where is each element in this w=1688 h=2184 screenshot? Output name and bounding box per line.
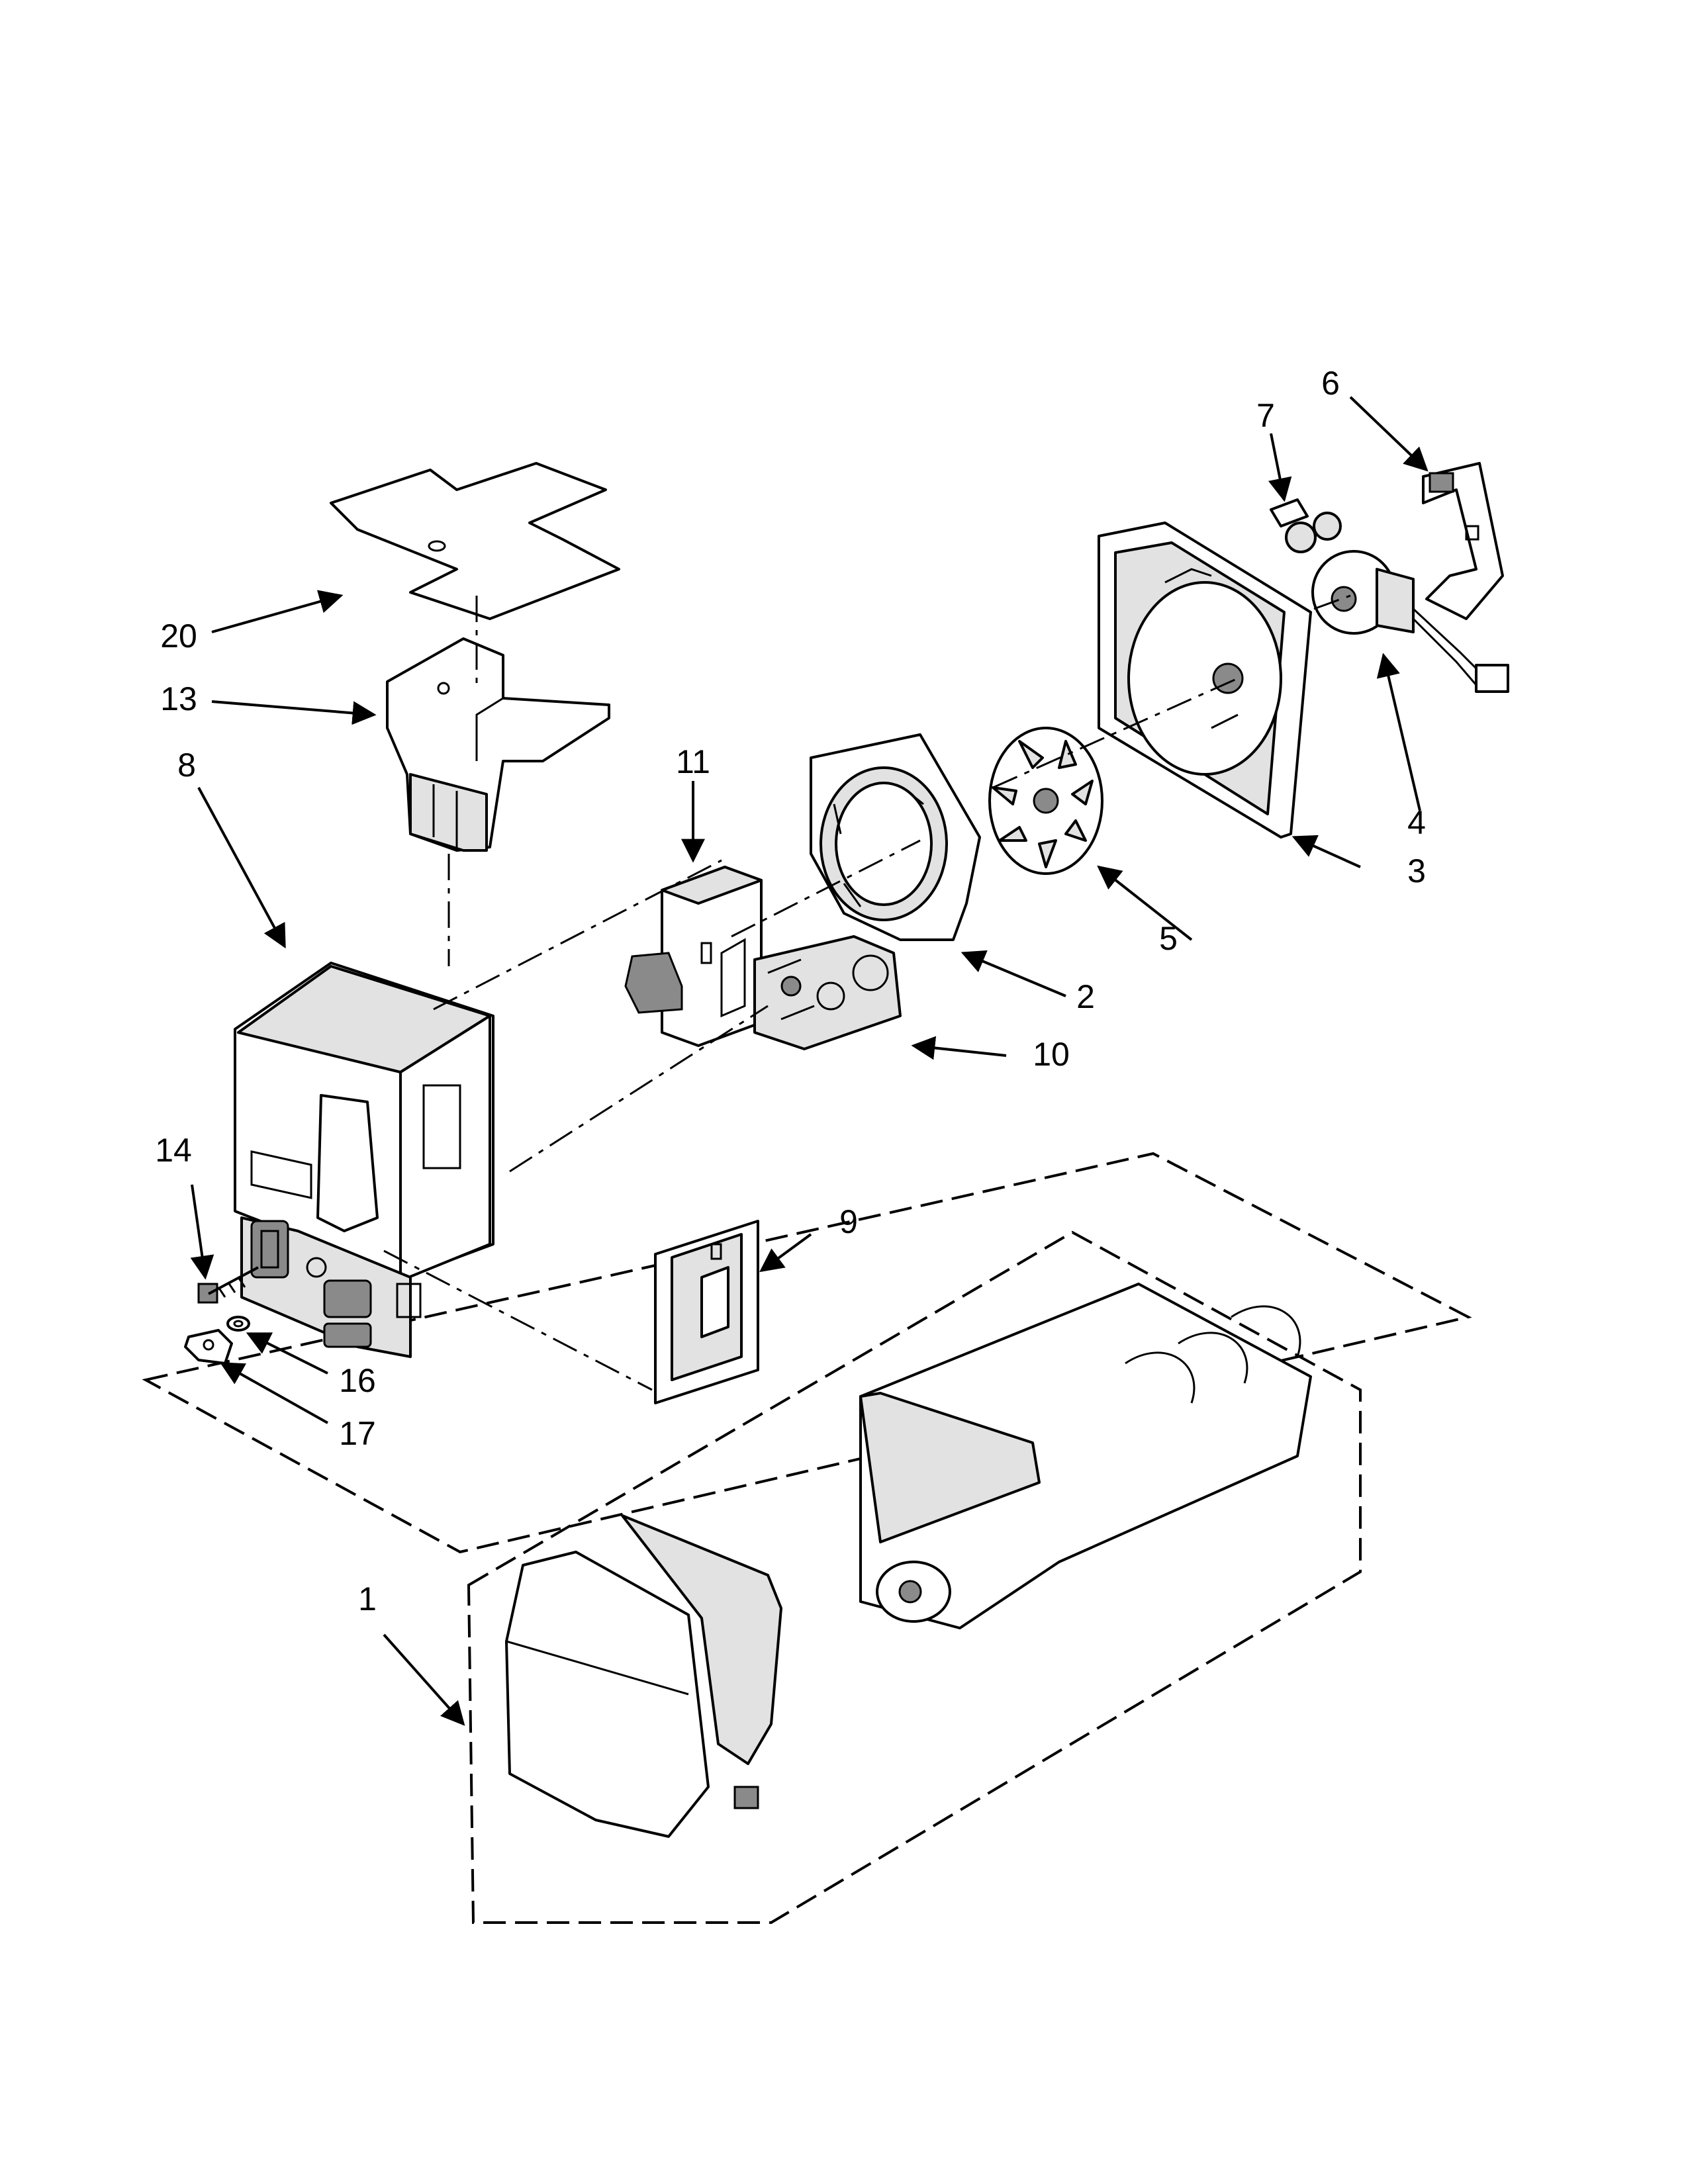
auger-motor (753, 935, 902, 1050)
callout-2: 2 (1076, 978, 1095, 1015)
callout-5: 5 (1159, 920, 1178, 957)
callout-7: 7 (1256, 397, 1275, 434)
screw (197, 1266, 259, 1304)
insulation-sheet (330, 462, 620, 620)
motor-bracket-clip (1270, 498, 1342, 553)
dispenser-trim (654, 1220, 759, 1404)
callout-9: 9 (839, 1203, 858, 1240)
motor-mount-bracket (1422, 462, 1504, 620)
dispenser-housing (234, 962, 494, 1358)
callout-20: 20 (160, 617, 197, 655)
callout-14: 14 (155, 1132, 192, 1169)
fan-shroud (810, 733, 981, 941)
leader-lines (190, 396, 1429, 1726)
fan-blade (988, 727, 1103, 875)
solenoid-switch (624, 866, 763, 1047)
washer (226, 1316, 250, 1332)
callout-16: 16 (339, 1362, 376, 1399)
air-duct (386, 637, 610, 852)
cam (184, 1329, 233, 1365)
callout-3: 3 (1407, 852, 1426, 889)
callout-labels: 20 13 8 11 2 5 3 4 6 7 10 9 14 16 17 1 (155, 365, 1426, 1617)
ice-bucket-assembly-boundary (467, 1230, 1362, 1924)
ice-bucket-front (505, 1514, 782, 1838)
fan-housing (1098, 522, 1312, 839)
callout-4: 4 (1407, 804, 1426, 841)
callout-8: 8 (177, 747, 196, 784)
dispenser-assembly-boundary (142, 1152, 1472, 1554)
ice-bucket-body (859, 1283, 1312, 1629)
callout-10: 10 (1033, 1036, 1070, 1073)
callout-6: 6 (1321, 365, 1340, 402)
callout-13: 13 (160, 680, 197, 717)
callout-17: 17 (339, 1415, 376, 1452)
callout-11: 11 (676, 743, 710, 780)
fan-motor (1311, 550, 1509, 693)
callout-1: 1 (358, 1580, 377, 1617)
